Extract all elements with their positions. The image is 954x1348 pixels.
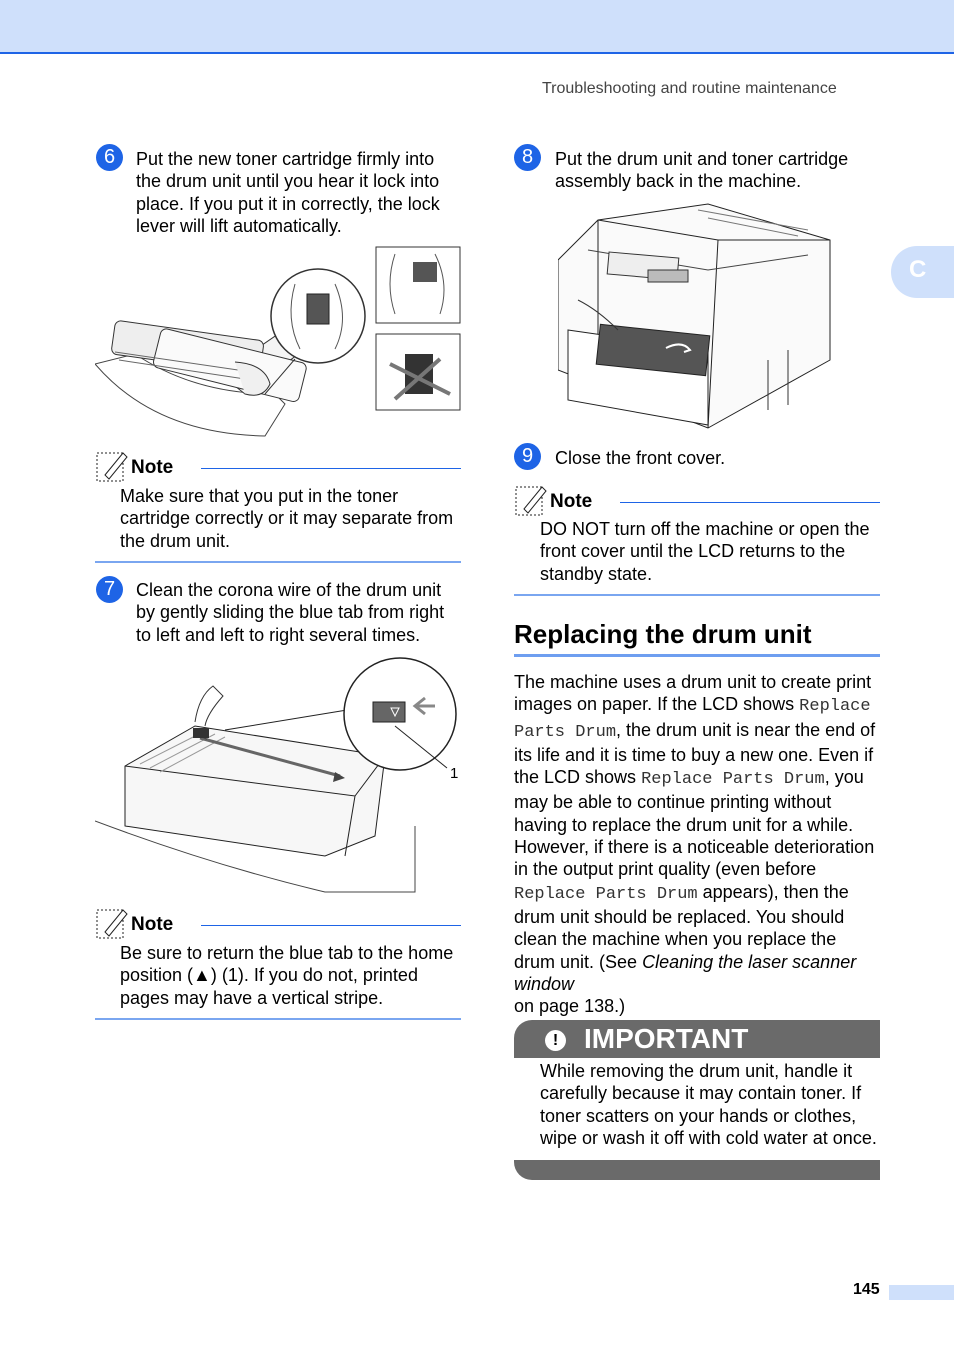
section-text-1: The machine uses a drum unit to create p… [514,672,872,715]
important-footer-bar [514,1160,880,1180]
note-3-text: DO NOT turn off the machine or open the … [540,519,870,584]
step-9-badge: 9 [514,443,541,470]
step-7-text: Clean the corona wire of the drum unit b… [136,580,445,645]
note-2-header-line [201,925,461,926]
step-9-text: Close the front cover. [555,448,726,468]
note-1-label: Note [131,457,174,478]
note-pencil-icon [96,909,128,939]
note-3-bottom-rule [514,594,880,596]
top-banner [0,0,954,54]
important-label: IMPORTANT [584,1023,749,1054]
section-text-4: appears), then the drum unit should be r… [514,881,849,972]
running-head: Troubleshooting and routine maintenance [542,80,837,97]
lcd-message-3: Replace Parts Drum [514,884,698,904]
chapter-tab-letter: C [909,256,927,283]
page-number: 145 [853,1281,880,1298]
note-2-bottom-rule [95,1018,461,1020]
step-8-badge: 8 [514,144,541,171]
step-6-badge: 6 [96,144,123,171]
figure-callout-1: 1 [450,765,458,782]
section-text-3: , you may be able to continue printing w… [514,767,875,880]
important-text: While removing the drum unit, handle it … [540,1061,877,1148]
cross-reference-link[interactable]: Cleaning the laser scanner window [514,951,857,994]
note-1-header-line [201,468,461,469]
note-2-text: Be sure to return the blue tab to the ho… [120,943,454,1008]
step-8-text: Put the drum unit and toner cartridge as… [555,149,849,192]
note-pencil-icon [96,452,128,482]
lcd-message-1: Replace Parts Drum [514,697,871,742]
corona-wire-illustration: 1 [95,657,458,893]
machine-illustration [558,203,831,429]
note-pencil-icon [515,486,547,516]
note-2-header: Note [95,906,461,940]
toner-insert-illustration [95,246,461,437]
important-header: ! IMPORTANT [514,1020,880,1058]
note-2-label: Note [131,914,174,935]
note-1-bottom-rule [95,561,461,563]
step-7-badge: 7 [96,576,123,603]
lcd-message-2: Replace Parts Drum [641,770,825,790]
step-6-text: Put the new toner cartridge firmly into … [136,149,440,236]
note-3-label: Note [550,491,593,512]
section-text-5: on page 138.) [514,996,626,1017]
note-1-text: Make sure that you put in the toner cart… [120,486,454,551]
exclamation-icon: ! [545,1030,566,1051]
chapter-tab: C [891,246,954,298]
note-3-header: Note [514,483,880,517]
note-1-header: Note [95,449,461,483]
section-body: The machine uses a drum unit to create p… [514,671,880,1017]
note-3-header-line [620,502,880,503]
section-text-2: , the drum unit is near the end of its l… [514,719,876,788]
page-number-tab [889,1285,954,1300]
section-heading: Replacing the drum unit [514,619,812,649]
section-heading-rule [514,654,880,657]
